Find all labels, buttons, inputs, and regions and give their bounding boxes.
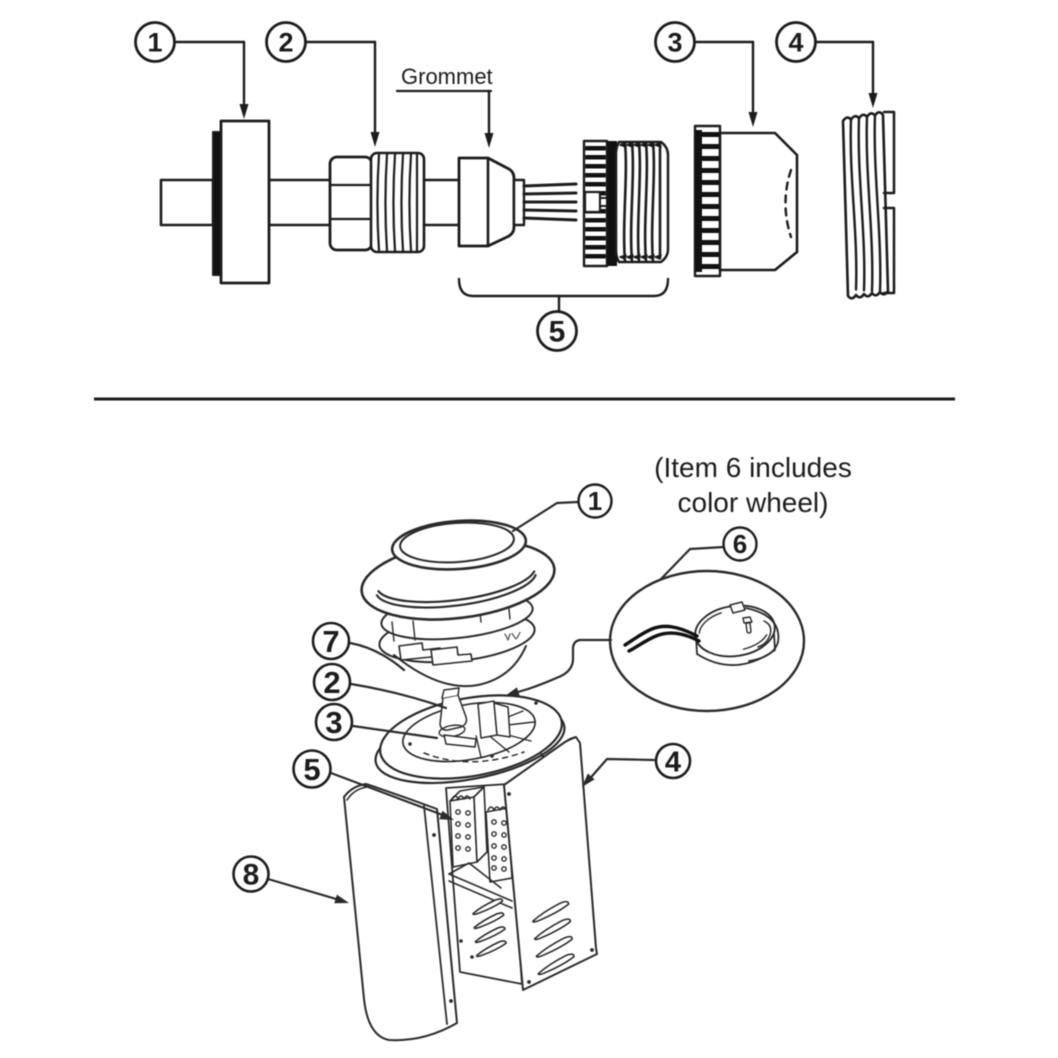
svg-text:1: 1	[588, 486, 602, 516]
svg-text:6: 6	[733, 529, 747, 559]
svg-text:3: 3	[325, 705, 342, 740]
svg-text:2: 2	[278, 28, 293, 58]
svg-text:Grommet: Grommet	[401, 64, 493, 89]
svg-text:4: 4	[665, 746, 681, 778]
svg-text:(Item 6 includes: (Item 6 includes	[654, 452, 852, 483]
svg-text:7: 7	[322, 624, 339, 659]
svg-text:5: 5	[303, 752, 320, 787]
svg-text:5: 5	[549, 316, 566, 349]
svg-text:color wheel): color wheel)	[678, 487, 829, 518]
svg-text:3: 3	[667, 28, 682, 58]
svg-text:8: 8	[243, 859, 260, 892]
svg-text:1: 1	[147, 28, 162, 58]
svg-text:4: 4	[788, 28, 803, 58]
svg-text:2: 2	[323, 665, 340, 700]
